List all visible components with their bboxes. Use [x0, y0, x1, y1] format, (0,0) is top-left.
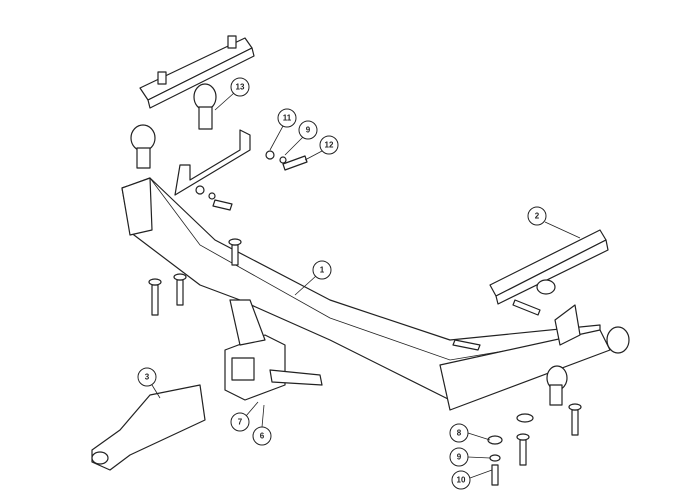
- callout-11: 11: [277, 108, 297, 128]
- svg-text:13: 13: [236, 83, 245, 92]
- svg-text:3: 3: [145, 373, 150, 382]
- callout-7: 7: [230, 412, 250, 432]
- d-shackle-left: [130, 83, 217, 169]
- svg-text:10: 10: [457, 476, 466, 485]
- svg-text:6: 6: [260, 432, 265, 441]
- main-cross-beam: [121, 177, 611, 411]
- callout-8: 8: [449, 423, 469, 443]
- svg-text:7: 7: [238, 418, 243, 427]
- left-mounting-bracket: [139, 35, 255, 109]
- leader-lines: [151, 92, 581, 479]
- callout-9-bottom: 9: [449, 447, 469, 467]
- hitch-receiver: [224, 299, 323, 401]
- callout-10: 10: [451, 470, 471, 490]
- svg-text:9: 9: [457, 453, 462, 462]
- callout-1: 1: [312, 260, 332, 280]
- svg-text:9: 9: [306, 126, 311, 135]
- callout-3: 3: [137, 367, 157, 387]
- svg-text:8: 8: [457, 429, 462, 438]
- svg-text:1: 1: [320, 266, 325, 275]
- bolts: [148, 238, 582, 486]
- callout-9-top: 9: [298, 120, 318, 140]
- svg-text:12: 12: [325, 141, 334, 150]
- callout-13: 13: [230, 77, 250, 97]
- callout-2: 2: [527, 206, 547, 226]
- callout-6: 6: [252, 426, 272, 446]
- left-side-plate: [174, 129, 308, 211]
- svg-text:11: 11: [283, 114, 292, 123]
- callout-12: 12: [319, 135, 339, 155]
- right-mounting-bracket: [489, 229, 630, 406]
- ball-mount: [91, 384, 206, 471]
- svg-text:2: 2: [535, 212, 540, 221]
